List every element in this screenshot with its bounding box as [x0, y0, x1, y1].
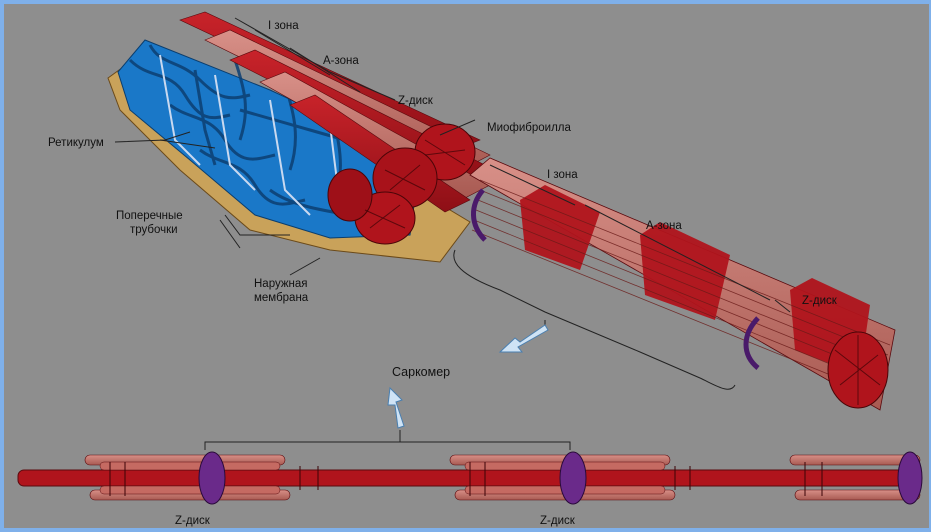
myofibril-long — [470, 158, 895, 410]
label-z-disc-bottom-left: Z-диск — [175, 515, 211, 527]
arrow-down-left-icon — [500, 325, 548, 352]
label-z-disc-mid: Z-диск — [802, 295, 838, 307]
z-disc-bottom-2 — [560, 452, 586, 504]
label-outer-membrane-2: мембрана — [254, 292, 309, 304]
label-a-zone-mid: А-зона — [646, 220, 682, 232]
label-transverse-tubules-1: Поперечные — [116, 210, 183, 222]
z-disc-bottom-1 — [199, 452, 225, 504]
arrow-up-icon — [388, 388, 404, 428]
myofibril-end — [328, 169, 372, 221]
label-z-disc-top: Z-диск — [398, 95, 434, 107]
label-reticulum: Ретикулум — [48, 137, 104, 149]
label-z-disc-bottom-right: Z-диск — [540, 515, 576, 527]
label-transverse-tubules-2: трубочки — [130, 224, 178, 236]
label-outer-membrane-1: Наружная — [254, 278, 308, 290]
label-myofibril: Миофиброилла — [487, 122, 572, 134]
label-i-zone-mid: I зона — [547, 169, 578, 181]
label-i-zone-top: I зона — [268, 20, 299, 32]
label-a-zone-top: А-зона — [323, 55, 359, 67]
label-sarcomere: Саркомер — [392, 365, 450, 379]
sarcomere-strip — [18, 452, 922, 504]
z-disc-ring-1 — [473, 190, 485, 240]
z-disc-bottom-3 — [898, 452, 922, 504]
